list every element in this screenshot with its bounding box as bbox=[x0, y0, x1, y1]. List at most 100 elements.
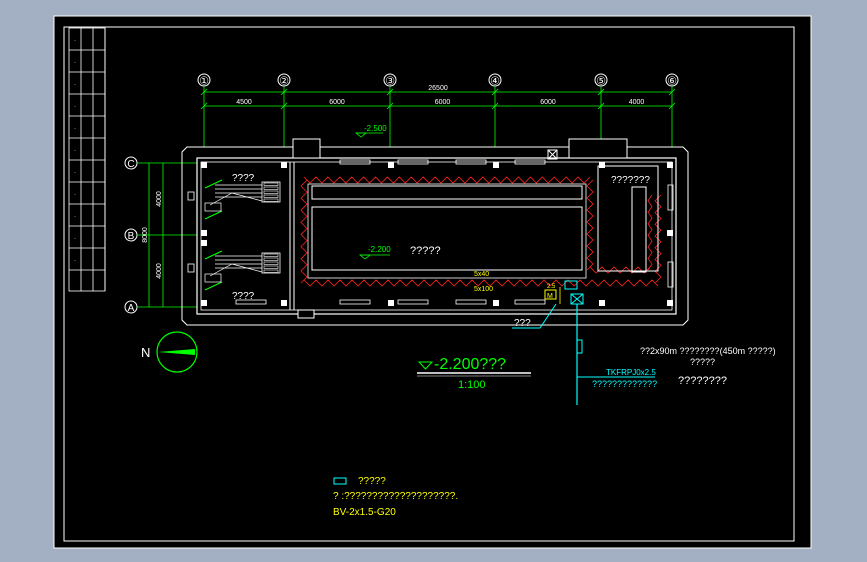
legend-text: ????? bbox=[358, 476, 386, 487]
top-level-mark: -2.500 bbox=[354, 124, 387, 138]
plan-scale: 1:100 bbox=[458, 379, 486, 391]
north-label: N bbox=[141, 345, 150, 360]
grid-row-A: A bbox=[124, 300, 197, 314]
column-13 bbox=[201, 230, 207, 236]
svg-text:①: ① bbox=[199, 76, 209, 88]
cable-spec: TKFRPJ0x2.5 bbox=[606, 368, 656, 377]
grid-column-3: ③ bbox=[383, 73, 397, 147]
grid-row-C: C bbox=[124, 156, 197, 170]
bay-dim-2: 6000 bbox=[329, 99, 345, 106]
legend-spec: BV-2x1.5-G20 bbox=[333, 507, 396, 518]
window-4 bbox=[514, 159, 546, 165]
svg-text:B: B bbox=[128, 231, 135, 242]
svg-text:·: · bbox=[74, 60, 76, 66]
bay-dim-4: 6000 bbox=[540, 99, 556, 106]
svg-text:③: ③ bbox=[385, 76, 395, 88]
window-8 bbox=[514, 299, 546, 305]
pool-hatch bbox=[300, 176, 662, 287]
svg-text:C: C bbox=[127, 159, 134, 170]
window-3 bbox=[455, 159, 487, 165]
note-1: ??2x90m ????????(450m ?????) bbox=[640, 346, 776, 356]
leader-label: ??? bbox=[514, 318, 531, 329]
column-15 bbox=[667, 230, 673, 236]
grid-column-4: ④ bbox=[488, 73, 502, 147]
svg-text:·: · bbox=[74, 38, 76, 44]
window-5 bbox=[339, 299, 371, 305]
legend: ????? ? :????????????????????. BV-2x1.5-… bbox=[333, 476, 458, 518]
svg-text:⑥: ⑥ bbox=[667, 76, 677, 88]
column-2 bbox=[281, 162, 287, 168]
columns bbox=[201, 162, 673, 306]
svg-text:·: · bbox=[74, 82, 76, 88]
cable-riser: TKFRPJ0x2.5 ????????????? ???????? ??2x9… bbox=[576, 304, 776, 405]
window-2 bbox=[397, 159, 429, 165]
svg-text:②: ② bbox=[279, 76, 289, 88]
cable-desc: ????????????? bbox=[592, 379, 657, 389]
bay-dim-5: 4000 bbox=[629, 99, 645, 106]
drawing-border bbox=[63, 26, 795, 542]
column-3 bbox=[388, 162, 394, 168]
top-level-text: -2.500 bbox=[364, 124, 387, 133]
outer-wall bbox=[196, 157, 677, 315]
grid-row-B: B bbox=[124, 228, 197, 242]
note-2: ????? bbox=[690, 357, 715, 367]
svg-text:·: · bbox=[74, 214, 76, 220]
overall-dim-text: 26500 bbox=[428, 85, 448, 92]
grid-column-5: ⑤ bbox=[594, 73, 608, 147]
svg-text:·: · bbox=[74, 104, 76, 110]
grid-column-1: ① bbox=[197, 73, 211, 147]
row-dim-2: 4000 bbox=[156, 263, 163, 279]
bay-dim-1: 4500 bbox=[236, 99, 252, 106]
grid-column-6: ⑥ bbox=[665, 73, 679, 147]
box-letter: M bbox=[547, 293, 553, 300]
pool-inner-upper bbox=[311, 185, 583, 200]
svg-text:·: · bbox=[74, 170, 76, 176]
box-tag-1: 5x40 bbox=[474, 271, 489, 278]
box-tag-2: 5x100 bbox=[474, 286, 493, 293]
right-room-label: ??????? bbox=[611, 175, 650, 186]
row-dim-1: 4000 bbox=[156, 191, 163, 207]
inner-level-mark: -2.200 bbox=[358, 245, 391, 260]
windows bbox=[235, 159, 546, 305]
column-5 bbox=[599, 162, 605, 168]
svg-text:·: · bbox=[74, 148, 76, 154]
svg-text:·: · bbox=[74, 126, 76, 132]
window-9 bbox=[235, 299, 267, 305]
outer-slab bbox=[181, 146, 689, 326]
row-total-dim: 8000 bbox=[142, 227, 149, 243]
legend-note: ? :????????????????????. bbox=[333, 491, 458, 502]
room-label: ????? bbox=[410, 245, 441, 257]
svg-text:·: · bbox=[74, 258, 76, 264]
column-10 bbox=[493, 300, 499, 306]
column-1 bbox=[201, 162, 207, 168]
drawing-sheet bbox=[53, 15, 812, 549]
grid-column-2: ② bbox=[277, 73, 291, 147]
leader-line: ??? bbox=[512, 303, 557, 329]
plan-title-text: -2.200??? bbox=[434, 356, 506, 373]
column-12 bbox=[667, 300, 673, 306]
window-6 bbox=[397, 299, 429, 305]
pool-inner-lower bbox=[311, 206, 583, 271]
valve-symbol bbox=[547, 149, 558, 160]
north-arrow: N bbox=[141, 331, 198, 373]
legend-symbol bbox=[333, 477, 347, 485]
column-11 bbox=[599, 300, 605, 306]
column-6 bbox=[667, 162, 673, 168]
window-7 bbox=[455, 299, 487, 305]
column-9 bbox=[388, 300, 394, 306]
svg-text:⑤: ⑤ bbox=[596, 76, 606, 88]
window-1 bbox=[339, 159, 371, 165]
column-8 bbox=[281, 300, 287, 306]
box-tag-3: 2.5 bbox=[547, 284, 556, 290]
plan-title: -2.200??? 1:100 bbox=[417, 356, 531, 391]
panel-label-upper: ???? bbox=[232, 173, 255, 184]
svg-text:·: · bbox=[74, 192, 76, 198]
column-4 bbox=[493, 162, 499, 168]
entrance-top-right bbox=[568, 138, 628, 159]
svg-text:④: ④ bbox=[490, 76, 500, 88]
panel-label-lower: ???? bbox=[232, 291, 255, 302]
inner-level-text: -2.200 bbox=[368, 245, 391, 254]
cable-side-label: ???????? bbox=[678, 375, 727, 387]
